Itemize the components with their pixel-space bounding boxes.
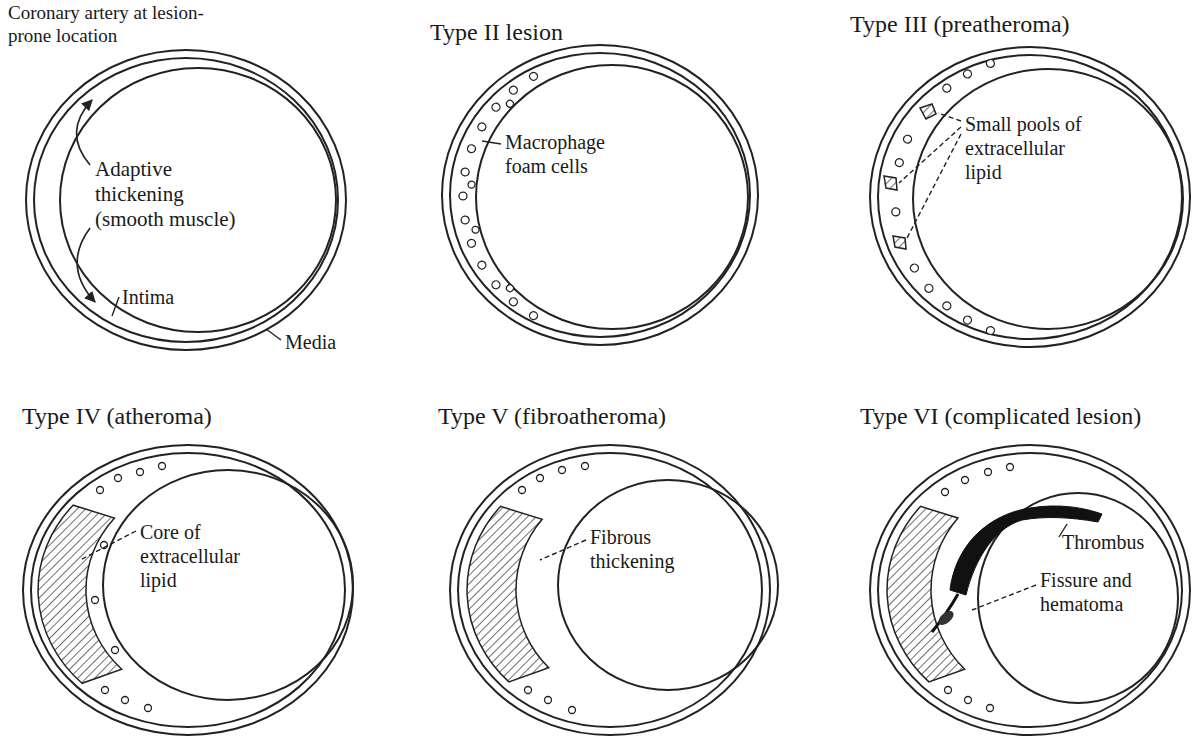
panel-title: Type VI (complicated lesion)	[860, 402, 1141, 431]
artery-section	[870, 47, 1190, 347]
callout-label: Intima	[122, 285, 174, 309]
callout-label: Small pools of extracellular lipid	[965, 112, 1095, 184]
leader-lines	[80, 113, 1067, 610]
panel-title: Type IV (atheroma)	[22, 402, 212, 431]
range-arrows	[76, 100, 95, 302]
panel-title: Type V (fibroatheroma)	[438, 402, 666, 431]
fissure-line	[932, 594, 958, 632]
lipid-pool	[920, 104, 936, 119]
callout-label: Fissure and hematoma	[1040, 568, 1160, 616]
panel-title: Coronary artery at lesion-prone location	[8, 2, 208, 48]
artery-section	[26, 50, 346, 350]
hematoma-shape	[936, 608, 956, 627]
artery-section	[23, 445, 353, 735]
lipid-core	[887, 506, 965, 682]
artery-section	[450, 445, 778, 735]
callout-label: Adaptive thickening (smooth muscle)	[95, 157, 247, 233]
callout-label: Media	[285, 330, 336, 354]
callout-label: Fibrous thickening	[590, 525, 690, 573]
lipid-pool	[884, 176, 897, 190]
artery-section	[442, 45, 758, 345]
callout-label: Thrombus	[1062, 530, 1144, 554]
foam-cells	[92, 58, 1014, 713]
panel-title: Type II lesion	[430, 18, 563, 47]
callout-label: Core of extracellular lipid	[140, 520, 260, 592]
lipid-core	[467, 506, 549, 682]
artery-section	[870, 445, 1190, 735]
lipid-pool	[893, 236, 906, 249]
panel-title: Type III (preatheroma)	[850, 10, 1070, 39]
callout-label: Macrophage foam cells	[505, 130, 625, 178]
lipid-core	[38, 505, 122, 683]
